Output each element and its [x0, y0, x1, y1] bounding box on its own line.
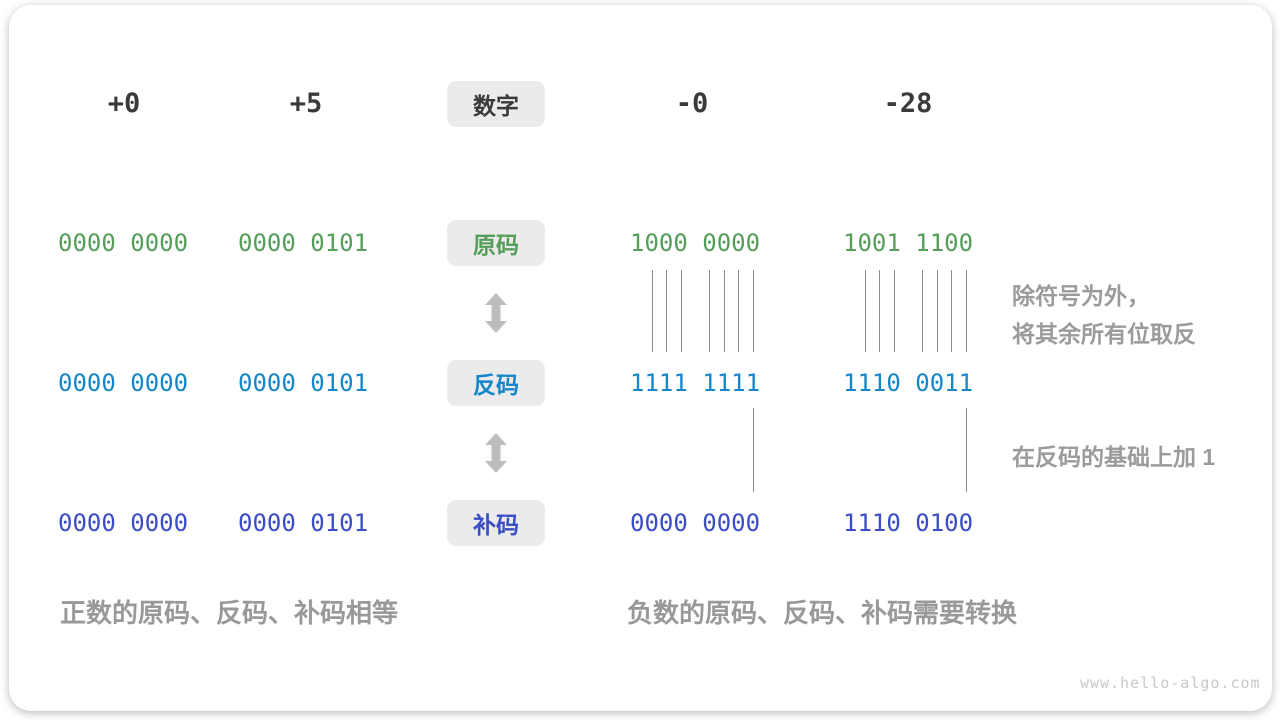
sign-magnitude-minus28: 1001 1100: [843, 229, 974, 257]
flip-tick: [724, 270, 725, 352]
flip-tick: [922, 270, 923, 352]
twos-complement-label: 补码: [473, 512, 519, 538]
updown-arrow-icon: [485, 433, 507, 473]
ones-complement-plus5: 0000 0101: [238, 369, 369, 397]
sign-magnitude-plus0: 0000 0000: [58, 229, 189, 257]
twos-complement-minus28: 1110 0100: [843, 509, 974, 537]
flip-tick: [966, 270, 967, 352]
flip-tick: [652, 270, 653, 352]
updown-arrow-icon: [485, 293, 507, 333]
header-number-minus0: -0: [675, 88, 709, 119]
flip-note-line1: 除符号为外，: [1012, 283, 1150, 309]
flip-tick: [865, 270, 866, 352]
flip-tick: [937, 270, 938, 352]
twos-complement-chip: 补码: [447, 500, 545, 546]
flip-tick: [753, 270, 754, 352]
ones-complement-label: 反码: [473, 372, 519, 398]
watermark-url: www.hello-algo.com: [1080, 674, 1261, 692]
twos-complement-minus0: 0000 0000: [630, 509, 761, 537]
flip-note-line2: 将其余所有位取反: [1012, 321, 1196, 347]
sign-magnitude-chip: 原码: [447, 220, 545, 266]
header-number-plus5: +5: [289, 88, 323, 119]
negative-summary-caption: 负数的原码、反码、补码需要转换: [627, 598, 1018, 628]
flip-tick: [879, 270, 880, 352]
sign-magnitude-plus5: 0000 0101: [238, 229, 369, 257]
twos-complement-plus5: 0000 0101: [238, 509, 369, 537]
flip-tick: [738, 270, 739, 352]
flip-tick: [951, 270, 952, 352]
ones-complement-minus28: 1110 0011: [843, 369, 974, 397]
flip-tick: [666, 270, 667, 352]
flip-note: 除符号为外， 将其余所有位取反: [1012, 277, 1196, 353]
diagram-card: [9, 5, 1272, 711]
sign-magnitude-label: 原码: [473, 232, 519, 258]
ones-complement-plus0: 0000 0000: [58, 369, 189, 397]
flip-tick: [894, 270, 895, 352]
twos-complement-plus0: 0000 0000: [58, 509, 189, 537]
flip-tick: [709, 270, 710, 352]
add-one-tick: [753, 408, 754, 492]
header-number-plus0: +0: [107, 88, 141, 119]
positive-summary-caption: 正数的原码、反码、补码相等: [60, 598, 399, 628]
add-one-tick: [966, 408, 967, 492]
add-one-note: 在反码的基础上加 1: [1012, 444, 1216, 470]
sign-magnitude-minus0: 1000 0000: [630, 229, 761, 257]
header-label-chip: 数字: [447, 81, 545, 127]
ones-complement-chip: 反码: [447, 360, 545, 406]
header-number-minus28: -28: [883, 88, 933, 119]
header-label: 数字: [473, 93, 519, 119]
ones-complement-minus0: 1111 1111: [630, 369, 761, 397]
flip-tick: [681, 270, 682, 352]
